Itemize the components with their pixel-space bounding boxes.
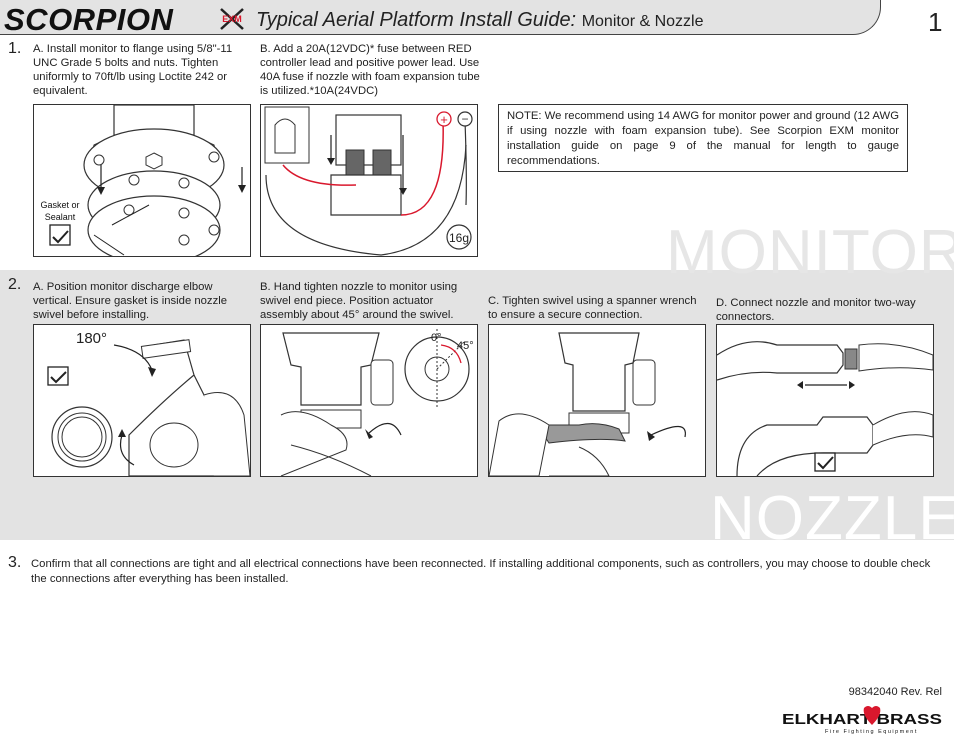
angle-180-label: 180°: [76, 330, 107, 347]
step1a-illustration: [33, 104, 251, 257]
heart-icon: [863, 706, 881, 725]
title-main: Typical Aerial Platform Install Guide:: [256, 9, 577, 31]
section2-number: 2.: [8, 276, 22, 293]
elkhart-brass-logo: ELKHART BRASS Fire Fighting Equipment: [782, 706, 942, 735]
step2d-illustration: [716, 324, 934, 477]
swivel-illustration: 0° 45°: [280, 329, 474, 476]
elbow-illustration: 180°: [47, 330, 250, 476]
logo-tagline: Fire Fighting Equipment: [825, 729, 918, 735]
connector-illustration: [717, 341, 933, 476]
page-number: 1: [928, 7, 943, 37]
step2b-text: B. Hand tighten nozzle to monitor using …: [260, 281, 458, 321]
title-sub: Monitor & Nozzle: [581, 13, 704, 30]
angle-45-label: 45°: [457, 340, 474, 352]
step1a-text: A. Install monitor to flange using 5/8"-…: [33, 43, 233, 97]
section1-number: 1.: [8, 40, 22, 57]
header-band: [0, 0, 881, 35]
fuse-illustration: + − 16g: [264, 106, 473, 256]
logo-text: ELKHART BRASS: [782, 711, 942, 728]
wire-gauge-note: NOTE: We recommend using 14 AWG for moni…: [498, 104, 908, 172]
gasket-label: Gasket or Sealant: [40, 200, 80, 222]
nozzle-watermark: NOZZLE: [710, 484, 954, 553]
plus-terminal: +: [440, 112, 448, 127]
step2a-illustration: 180°: [33, 324, 251, 477]
step1b-illustration: + − 16g: [260, 104, 478, 257]
page-title: Typical Aerial Platform Install Guide: M…: [256, 9, 704, 32]
wire-gauge-label: 16g: [449, 231, 469, 245]
monitor-watermark: MONITOR: [666, 218, 954, 287]
exm-badge-icon: EXM: [220, 8, 244, 30]
step2c-text: C. Tighten swivel using a spanner wrench…: [488, 295, 697, 321]
section3-number: 3.: [8, 554, 22, 571]
document-number: 98342040 Rev. Rel: [848, 686, 942, 698]
step2c-illustration: [488, 324, 706, 477]
flange-illustration: [49, 105, 246, 256]
step2b-illustration: 0° 45°: [260, 324, 478, 477]
spanner-illustration: [489, 332, 686, 476]
step2d-text: D. Connect nozzle and monitor two-way co…: [716, 297, 916, 323]
brand-logo: SCORPION: [4, 2, 174, 37]
step2a-text: A. Position monitor discharge elbow vert…: [33, 281, 228, 321]
angle-0-label: 0°: [431, 332, 442, 344]
step1b-text: B. Add a 20A(12VDC)* fuse between RED co…: [260, 43, 480, 97]
step3-text: Confirm that all connections are tight a…: [31, 558, 931, 585]
minus-terminal: −: [461, 112, 468, 126]
exm-badge-text: EXM: [222, 14, 242, 24]
